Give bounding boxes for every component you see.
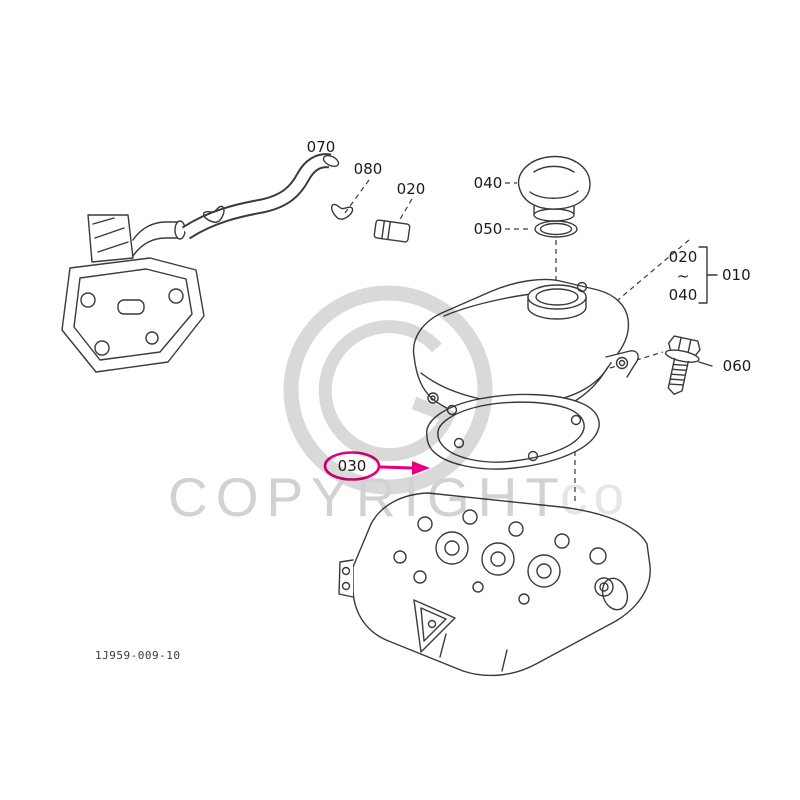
flange-bolt <box>664 335 701 395</box>
cap-knob <box>517 155 591 210</box>
callout-070: 070 <box>307 138 336 156</box>
hose-end <box>322 155 340 167</box>
valve-cover <box>412 278 639 422</box>
head-port-hole <box>554 533 570 549</box>
cylinder-head <box>338 492 651 677</box>
gasket-hole <box>570 414 582 426</box>
cover-boss <box>576 281 588 293</box>
head-small-hole <box>413 570 427 584</box>
clamp-shape <box>202 205 225 224</box>
manifold-bolt-hole <box>94 340 110 356</box>
head-left-tab-hole <box>341 566 351 576</box>
leader-020 <box>398 198 413 222</box>
manifold-port-slot <box>117 299 145 315</box>
head-small-hole <box>393 550 407 564</box>
valve-spring <box>481 542 515 576</box>
breather-tube <box>373 219 411 243</box>
tube-body <box>373 219 411 243</box>
cover-right-tab <box>605 350 639 378</box>
watermark: co COPYRIGHT <box>168 285 630 528</box>
oring-outer <box>534 220 578 238</box>
oring-inner <box>539 222 573 236</box>
callout-010: 010 <box>722 266 751 284</box>
cover-filler-opening-inner <box>535 288 579 306</box>
cover-right-tab-hole-inner <box>618 359 626 367</box>
callout-labels: 070 080 020 040 050 060 030 <box>307 138 752 475</box>
bolt-flange <box>664 349 700 363</box>
manifold-elbow <box>132 221 179 257</box>
valve-spring-inner <box>536 563 552 579</box>
callout-range-start: 020 <box>669 248 698 266</box>
head-port-hole <box>594 577 614 597</box>
callout-040: 040 <box>474 174 503 192</box>
head-triangle-hole <box>427 619 437 629</box>
callout-080: 080 <box>354 160 383 178</box>
manifold-body-inner <box>73 268 193 361</box>
bolt-threads <box>668 363 689 386</box>
cover-left-hole-inner <box>430 395 436 401</box>
valve-spring <box>435 531 469 565</box>
head-port-hole <box>417 516 433 532</box>
bracket-lines <box>698 246 718 304</box>
callout-060: 060 <box>723 357 752 375</box>
head-left-tab-hole <box>341 581 351 591</box>
highlight-arrow-head <box>412 461 430 475</box>
cover-right-tab-hole <box>615 356 629 370</box>
manifold-pipe-end <box>174 220 186 240</box>
manifold-bolt-hole <box>145 331 159 345</box>
watermark-text: COPYRIGHT <box>168 466 567 528</box>
hose-fill <box>182 155 331 238</box>
bolt-tip <box>667 387 683 395</box>
head-small-hole <box>518 593 530 605</box>
gasket-hole <box>527 450 539 462</box>
manifold-bolt-hole <box>80 292 96 308</box>
valve-spring-inner <box>490 551 506 567</box>
breather-hose <box>181 153 340 240</box>
head-triangle-plate <box>413 599 456 653</box>
o-ring <box>534 220 578 238</box>
head-triangle-plate-inner <box>420 607 447 642</box>
cap-base <box>533 208 575 222</box>
head-port-hole <box>462 509 478 525</box>
callout-range-tilde: ~ <box>677 267 690 285</box>
manifold-inlet-hatch <box>92 217 129 253</box>
watermark-logo-arc <box>318 320 457 462</box>
highlight-arrow-line <box>379 465 413 470</box>
leader-bracket-to-cover <box>611 239 690 306</box>
range-bracket: 020 ~ 040 010 <box>669 246 751 304</box>
hose-clamp-right <box>331 203 354 220</box>
callout-range-end: 040 <box>669 286 698 304</box>
head-body <box>352 492 651 677</box>
hose-clamp-left <box>202 205 225 224</box>
drawing-number: 1J959-009-10 <box>95 649 180 662</box>
callout-050: 050 <box>474 220 503 238</box>
valve-spring <box>527 554 561 588</box>
leader-080 <box>344 179 370 214</box>
bolt-shank <box>667 357 689 392</box>
manifold-inlet-box <box>87 214 134 263</box>
valve-spring-inner <box>444 540 460 556</box>
watermark-logo-ring <box>283 285 493 495</box>
cap-grip-ridge <box>533 165 575 173</box>
leader-060 <box>698 361 713 367</box>
cap-edge-line <box>529 190 579 199</box>
tube-ridges <box>381 220 391 241</box>
callout-020: 020 <box>397 180 426 198</box>
intake-manifold <box>61 214 205 373</box>
clamp-shape <box>331 203 354 220</box>
head-side-oval <box>601 577 629 611</box>
head-port-hole <box>589 547 607 565</box>
oil-filler-cap <box>517 155 591 222</box>
watermark-ghost-text: co <box>560 464 630 526</box>
cover-left-hole <box>427 392 439 404</box>
manifold-bolt-hole <box>168 288 184 304</box>
head-small-hole <box>472 581 484 593</box>
cap-neck-sides <box>533 205 575 215</box>
head-left-tab <box>338 559 354 598</box>
head-port-hole <box>508 521 524 537</box>
head-front-ribs <box>439 633 508 672</box>
